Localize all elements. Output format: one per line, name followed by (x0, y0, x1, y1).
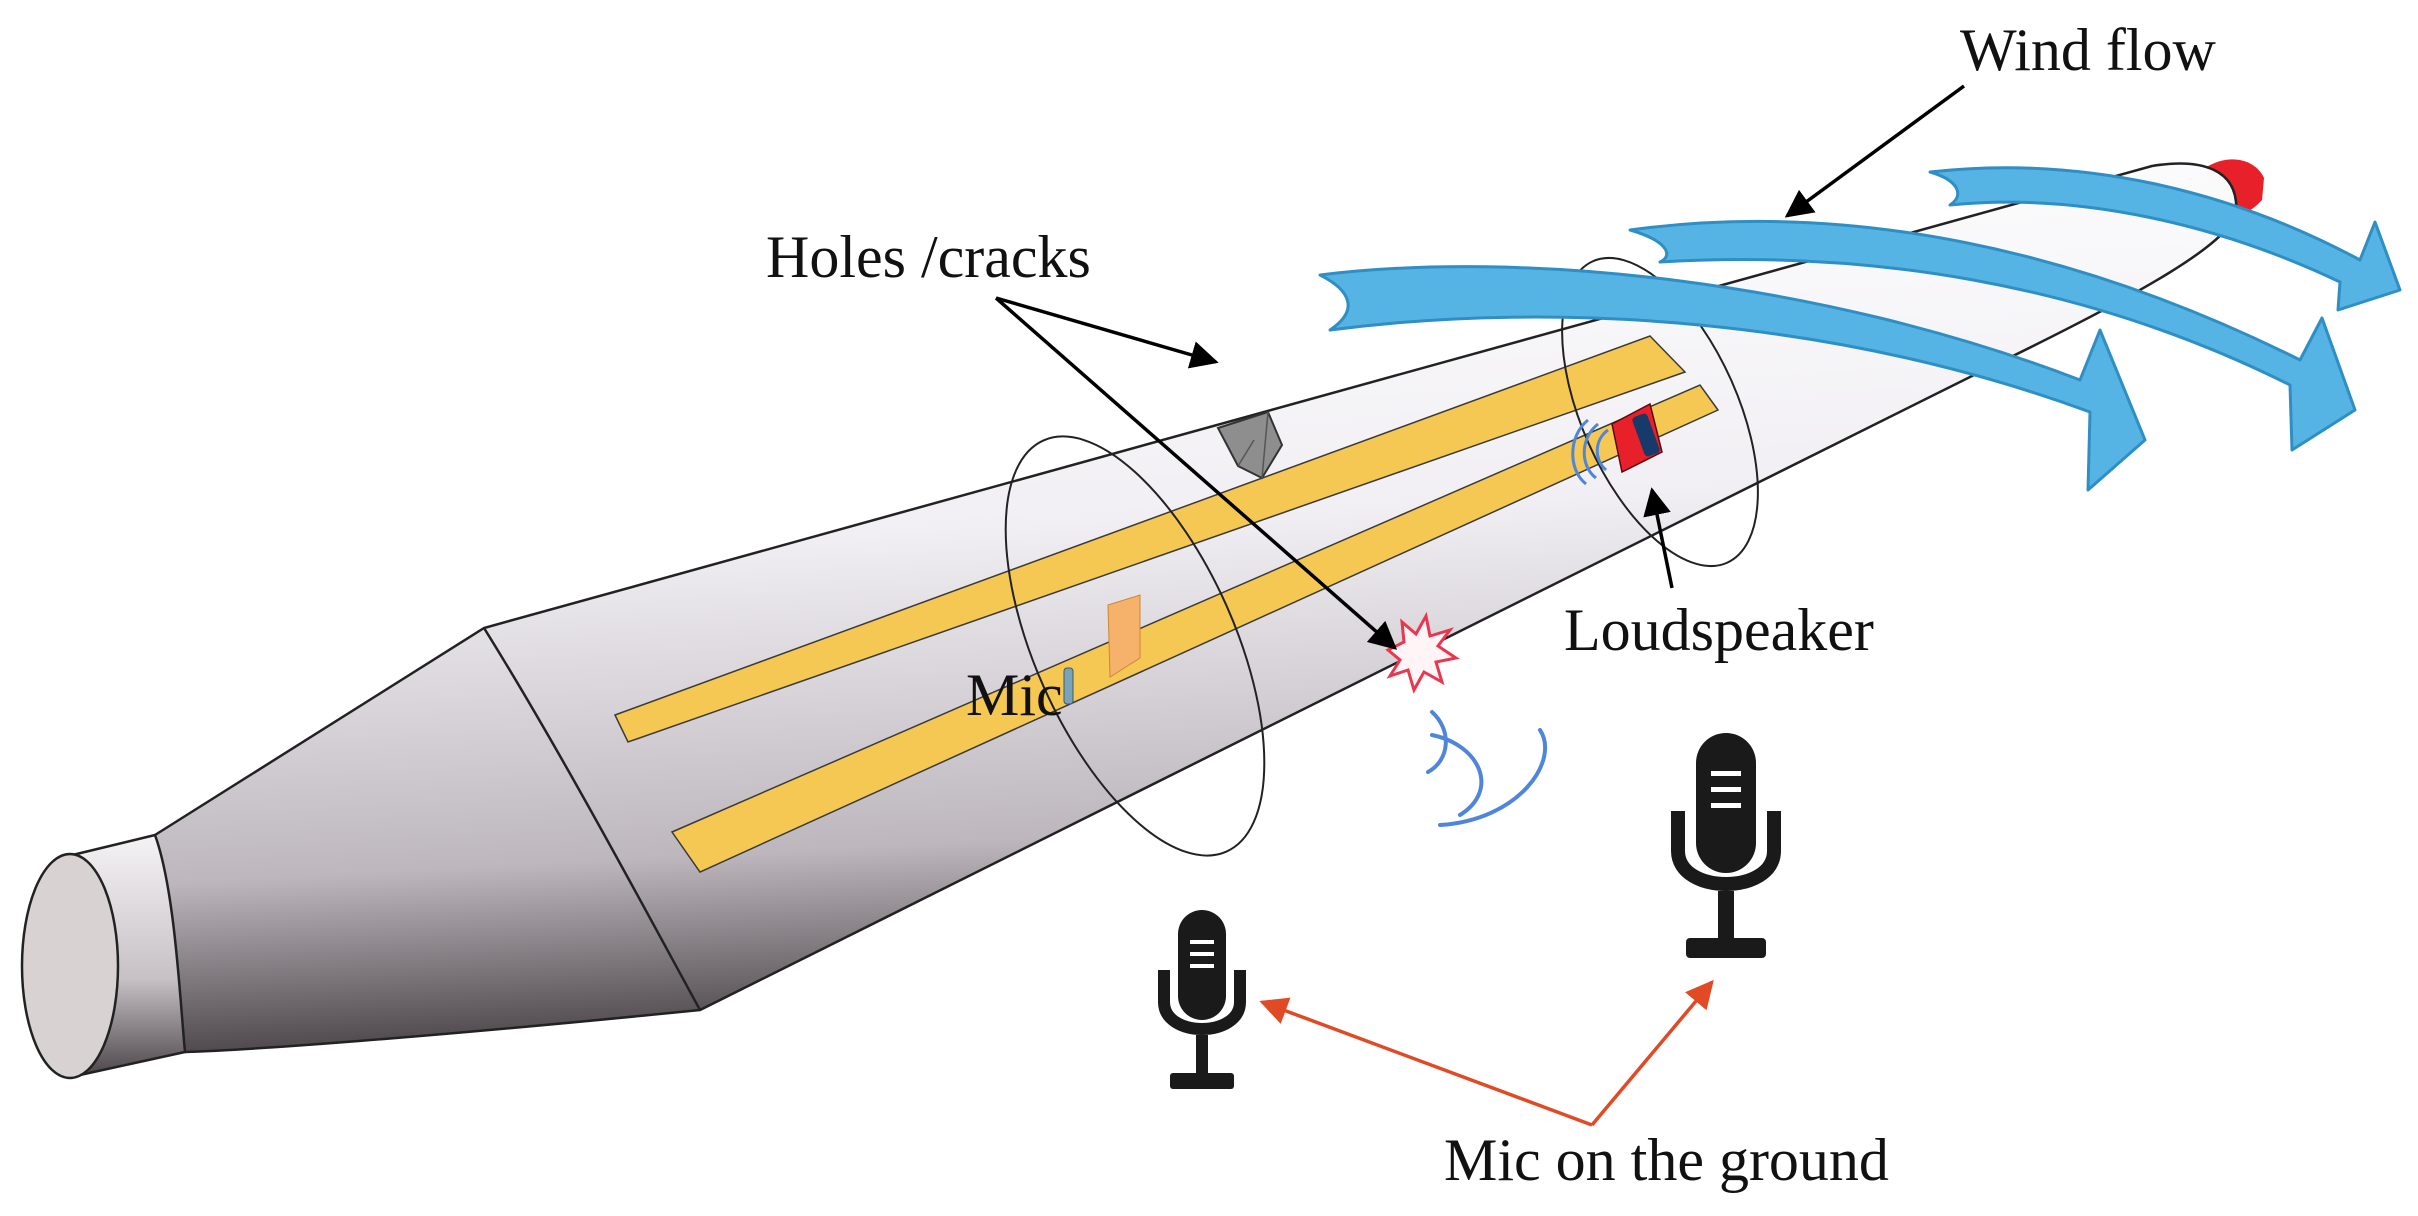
internal-mic (1063, 667, 1074, 705)
crack-burst-icon (1385, 611, 1460, 694)
pointer-lines (994, 84, 1966, 650)
wind-arrow-upper (1928, 166, 2402, 312)
label-wind-flow: Wind flow (1960, 17, 2217, 83)
blade-root-face (20, 852, 120, 1080)
transition-seam (482, 627, 702, 1011)
label-mic: Mic (966, 662, 1063, 728)
label-holes-cracks: Holes /cracks (766, 224, 1091, 290)
wind-arrow-middle (1628, 219, 2357, 452)
cross-section-2 (1561, 256, 1759, 568)
loudspeaker-device (1611, 402, 1663, 474)
wind-flow-arrows (1318, 166, 2402, 492)
blade (20, 159, 2264, 1080)
spar-cap-upper (613, 335, 1687, 743)
wind-arrow-lower (1318, 265, 2147, 492)
ground-mic-pointers (1259, 979, 1714, 1127)
microphone-icon (1671, 733, 1781, 958)
sound-wave-icon (1426, 710, 1547, 827)
label-loudspeaker: Loudspeaker (1564, 597, 1874, 663)
shear-web (1107, 594, 1141, 678)
spar-cap-lower (670, 384, 1720, 873)
cross-section-1 (1004, 435, 1266, 857)
loudspeaker-sound-waves (1571, 418, 1609, 486)
microphone-icon (1158, 910, 1246, 1089)
label-mic-on-ground: Mic on the ground (1444, 1127, 1889, 1193)
